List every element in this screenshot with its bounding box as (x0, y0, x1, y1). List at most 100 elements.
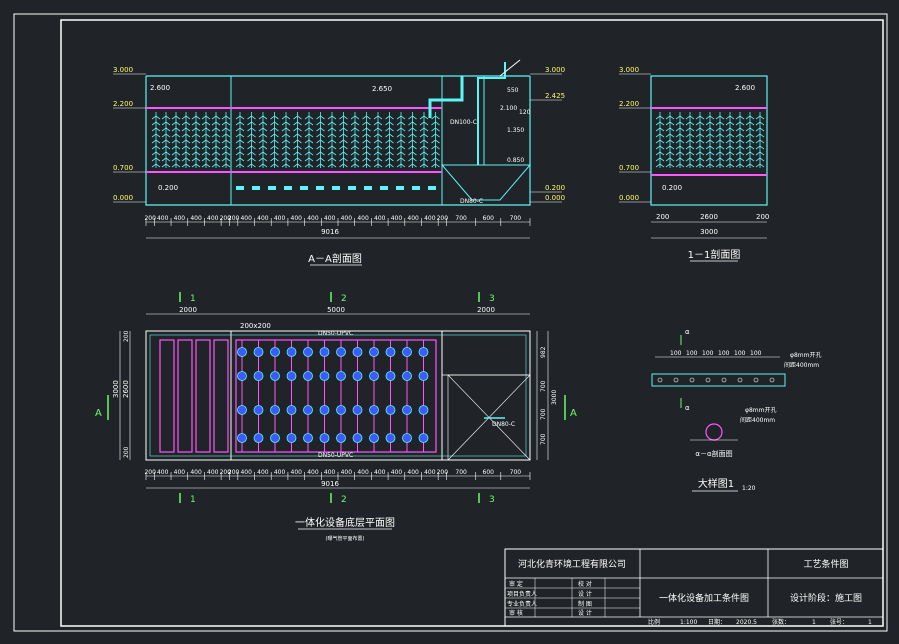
dimension-label: 700 (510, 469, 522, 476)
filler-media-tuft (339, 133, 348, 138)
filler-media-tuft (304, 157, 314, 162)
filler-media-tuft (151, 139, 161, 144)
section-mark: 1 (190, 495, 196, 505)
section-arrow-label: A (95, 408, 102, 419)
filler-media-tuft (675, 157, 685, 162)
filler-media-tuft (665, 127, 675, 132)
filler-media-tuft (304, 133, 314, 138)
date-label: 日期： (708, 618, 726, 626)
filler-media-tuft (725, 139, 735, 144)
filler-media-tuft (258, 121, 268, 126)
filler-media-tuft (281, 145, 291, 150)
filler-media-tuft (221, 121, 231, 126)
filler-media-tuft (675, 163, 685, 168)
filler-media-tuft (161, 121, 171, 126)
alpha-mark: α (685, 328, 690, 336)
filler-media-tuft (725, 127, 735, 132)
dimension-label: 400 (274, 469, 286, 476)
pipe-hole (673, 377, 679, 383)
diffuser-disc (385, 433, 396, 443)
top-pipe (499, 59, 521, 77)
filler-media-tuft (258, 163, 268, 168)
filler-media-tuft (408, 115, 417, 120)
detail-note: φ8mm开孔 (790, 351, 821, 359)
filler-media-tuft (655, 139, 665, 144)
filler-media-tuft (655, 145, 665, 150)
filler-media-tuft (685, 127, 695, 132)
level-label: 0.700 (619, 164, 639, 172)
filler-media-tuft (201, 151, 211, 156)
filler-media-tuft (247, 115, 256, 120)
filler-media-tuft (408, 151, 417, 156)
elevation-label: 2.600 (150, 84, 170, 92)
filler-media-tuft (735, 163, 745, 168)
filler-media-tuft (221, 145, 231, 150)
dimension-label: 2600 (700, 213, 718, 221)
filler-media-tuft (725, 151, 735, 156)
filler-media-tuft (755, 151, 765, 156)
filler-media-tuft (151, 115, 161, 120)
level-label: 3.000 (545, 66, 565, 74)
section-aa: 3.000 2.200 0.700 0.000 3.000 2.425 0.20… (113, 59, 565, 266)
filler-media-tuft (715, 151, 725, 156)
filler-media-tuft (675, 145, 685, 150)
detail-note: φ8mm开孔 (745, 406, 776, 414)
diffuser-disc (253, 371, 264, 381)
filler-media-tuft (247, 127, 256, 132)
dimension-label: 2000 (179, 306, 197, 314)
role-label: 审 定 (509, 580, 523, 588)
filler-media-tuft (258, 151, 268, 156)
filler-media-tuft (385, 115, 394, 120)
diffuser (284, 186, 292, 190)
filler-media-tuft (373, 145, 383, 150)
section-11: 3.000 2.200 0.700 0.000 2.600 0.200 200 … (619, 66, 769, 262)
plan-subtitle: (曝气管平面布置) (326, 535, 365, 542)
filler-media-tuft (327, 157, 337, 162)
dimension-label: 200 (228, 469, 240, 476)
filler-media-tuft (304, 151, 314, 156)
filler-media-tuft (685, 115, 695, 120)
filler-media-tuft (431, 127, 440, 132)
filler-media-tuft (755, 157, 765, 162)
role-label: 专业负责人 (507, 600, 537, 608)
diffuser (380, 186, 388, 190)
filler-media-tuft (191, 139, 201, 144)
dimension-label: 400 (174, 469, 186, 476)
filler-media-tuft (408, 127, 417, 132)
filler-media-tuft (161, 127, 171, 132)
filler-media-tuft (211, 139, 221, 144)
dimension-label: 400 (240, 215, 252, 222)
filler-media-tuft (181, 139, 191, 144)
dimension-label: 120 (519, 109, 531, 116)
dimension-label: 400 (257, 215, 269, 222)
filler-media-tuft (396, 115, 406, 120)
filler-media-tuft (745, 115, 755, 120)
filler-media-tuft (350, 133, 360, 138)
filler-media-tuft (705, 121, 715, 126)
filler-media-tuft (705, 151, 715, 156)
filler-media-tuft (281, 157, 291, 162)
pipe-hole (769, 377, 775, 383)
filler-media-tuft (235, 145, 245, 150)
filler-media-tuft (396, 121, 406, 126)
filler-media-tuft (235, 127, 245, 132)
diffuser-disc (270, 433, 280, 443)
filler-media-tuft (327, 151, 337, 156)
filler-media-tuft (715, 121, 725, 126)
pipe-holes (657, 377, 775, 383)
filler-media-tuft (270, 139, 279, 144)
filler-media-tuft (293, 115, 302, 120)
filler-media-tuft (161, 163, 171, 168)
filler-media-tuft (293, 151, 302, 156)
filler-media-tuft (339, 139, 348, 144)
filler-media-tuft (181, 151, 191, 156)
dimension-label: 200 (144, 469, 156, 476)
filler-media-tuft (695, 133, 705, 138)
filler-media-tuft (171, 121, 181, 126)
filler-media-tuft (408, 163, 417, 168)
diffuser-disc (237, 433, 247, 443)
filler-media-tuft (327, 115, 337, 120)
role-label: 项目负责人 (507, 590, 537, 598)
filler-media-tuft (316, 163, 325, 168)
